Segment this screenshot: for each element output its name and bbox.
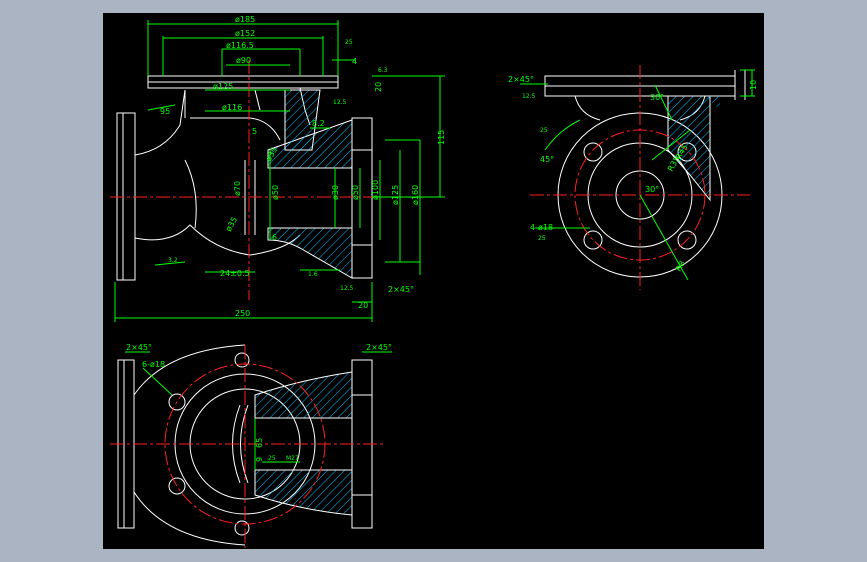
dim-text: 5	[252, 127, 257, 136]
roughness-text: 6.3	[378, 67, 388, 74]
dim-text: ø50	[351, 185, 360, 200]
roughness-text: 25	[538, 235, 546, 242]
dim-text: M27	[286, 455, 299, 462]
dim-text: ø125	[391, 185, 400, 205]
dim-text: 20	[374, 82, 383, 92]
dim-text: 4	[352, 57, 357, 66]
dim-text: ø50	[271, 185, 280, 200]
roughness-text: 12.5	[522, 93, 536, 100]
dim-text: ø116.5	[226, 41, 254, 50]
drawing-sheet	[103, 13, 764, 549]
front-dimension-lines	[114, 20, 445, 322]
dim-text: ø70	[233, 181, 242, 196]
front-centerlines	[110, 60, 385, 300]
dim-text: 250	[235, 309, 250, 318]
dim-text: 2×45°	[366, 343, 392, 352]
top-dimension-texts: 2×45° 6-ø18 65 9 2×45° M27 25	[126, 343, 392, 462]
roughness-text: 3.2	[168, 257, 178, 264]
side-dimension-texts: 2×45° 10 30° 45° 4-ø18 30° R35 R45 R8 12…	[508, 75, 758, 273]
top-section-hatch	[254, 371, 353, 516]
dim-text: ø30	[331, 185, 340, 200]
dim-text: 115	[437, 130, 446, 145]
dim-text: ø100	[371, 180, 380, 200]
roughness-text: 25	[345, 39, 353, 46]
roughness-text: 25	[540, 127, 548, 134]
dim-text: ø152	[235, 29, 255, 38]
dim-text: 8.2	[312, 119, 325, 128]
dim-text: 30°	[650, 93, 664, 102]
dim-text: 30°	[645, 185, 659, 194]
dim-text: 45°	[540, 155, 554, 164]
dim-text: 95	[160, 107, 170, 116]
front-section-hatch	[267, 89, 353, 279]
dim-text: 9	[255, 457, 264, 462]
dim-text: 6-ø18	[142, 360, 165, 369]
roughness-text: 12.5	[340, 285, 354, 292]
top-centerlines	[110, 345, 385, 548]
dim-text: 10	[749, 80, 758, 90]
dim-text: 24±0.5	[220, 269, 250, 278]
side-dimension-lines	[520, 69, 755, 281]
roughness-text: 1.6	[308, 271, 318, 278]
dim-text: 4-ø18	[530, 223, 553, 232]
roughness-text: 12.5	[333, 99, 347, 106]
top-dimension-lines	[125, 351, 392, 470]
dim-text: ø185	[235, 15, 255, 24]
dim-text: ø160	[411, 185, 420, 205]
dim-text: ø35	[224, 215, 239, 233]
front-dimension-texts: ø185 ø152 ø116.5 ø90 ø125 ø116 ø70 ø50 ø…	[160, 15, 446, 318]
dim-text: 2×45°	[508, 75, 534, 84]
dim-text: 6	[272, 233, 277, 242]
dim-text: 20	[358, 301, 368, 310]
dim-text: ø116	[222, 103, 242, 112]
dim-text: ø125	[213, 82, 233, 91]
dim-text: 2×45°	[126, 343, 152, 352]
side-section-hatch	[667, 95, 720, 202]
dim-text: ø90	[236, 56, 251, 65]
dim-text: 65	[255, 438, 264, 448]
roughness-text: 25	[268, 455, 276, 462]
dim-text: 2×45°	[388, 285, 414, 294]
dim-text: R8	[674, 259, 687, 273]
